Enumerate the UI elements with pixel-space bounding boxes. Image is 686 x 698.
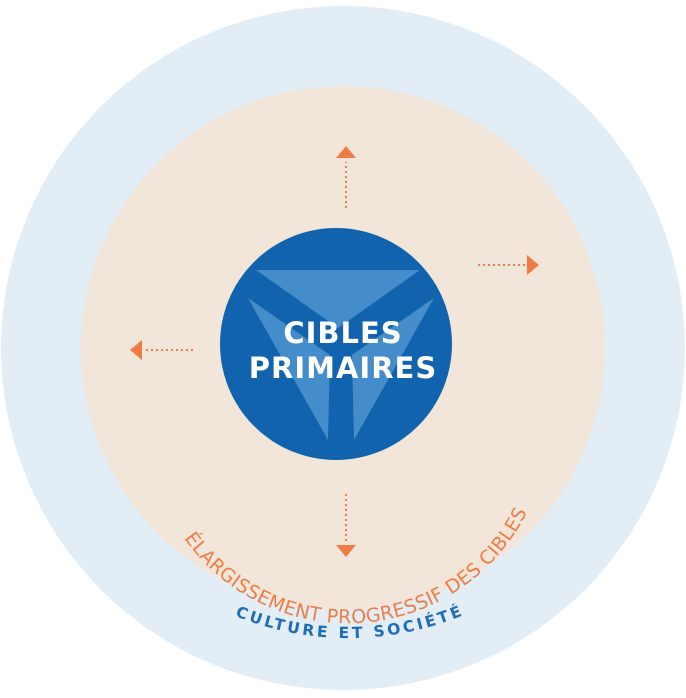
arrow-down-icon: [336, 494, 356, 557]
triangle-logo-icon: [248, 270, 434, 440]
arrow-right-icon: [478, 255, 539, 275]
arrow-up-icon: [336, 146, 356, 208]
center-label-line1: CIBLES: [283, 316, 402, 350]
arrow-left-icon: [130, 340, 193, 360]
center-label-line2: PRIMAIRES: [249, 351, 438, 385]
